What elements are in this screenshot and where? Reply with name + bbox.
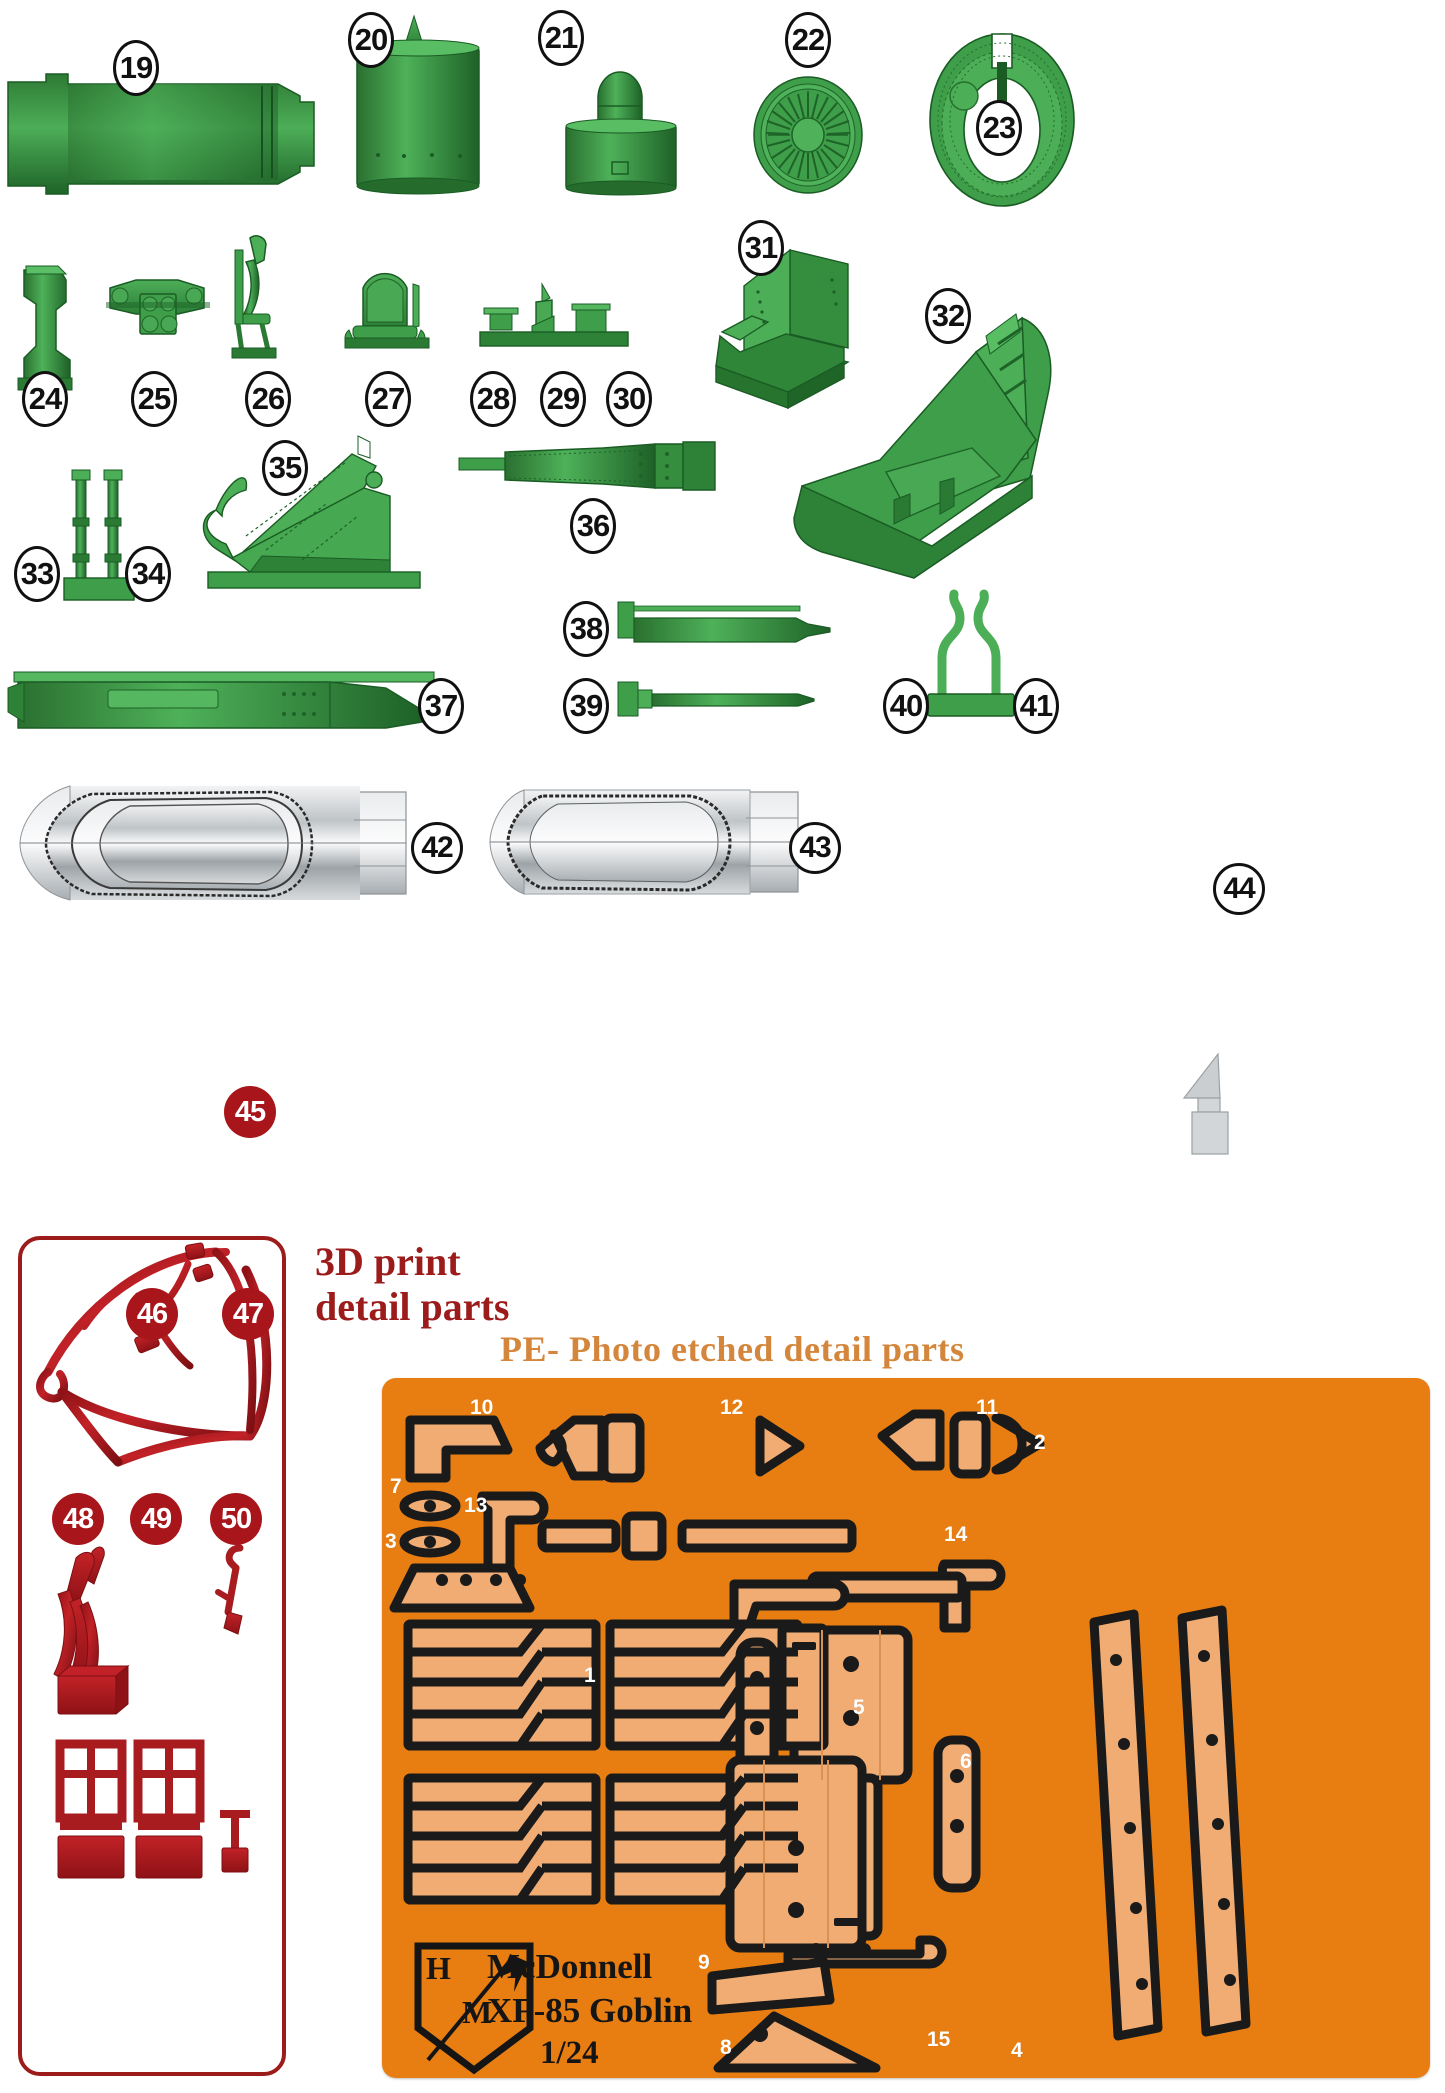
part-badge-34[interactable]: 34 (125, 546, 171, 602)
part-badge-33[interactable]: 33 (14, 546, 60, 602)
part-badge-19[interactable]: 19 (113, 40, 159, 96)
part-badge-44[interactable]: 44 (1213, 863, 1265, 915)
part-badge-22[interactable]: 22 (785, 12, 831, 68)
heading-pe-parts: PE- Photo etched detail parts (500, 1329, 965, 1369)
part-badge-35[interactable]: 35 (262, 440, 308, 496)
part-badge-40[interactable]: 40 (883, 678, 929, 734)
fret-num-4: 4 (1011, 2039, 1023, 2062)
fret-num-14: 14 (944, 1523, 968, 1546)
part-badge-38[interactable]: 38 (563, 601, 609, 657)
heading-3d-print: 3D print detail parts (315, 1239, 510, 1330)
fret-artwork (389, 1409, 1251, 2075)
kit-manufacturer: McDonnell (487, 1947, 653, 1986)
part-badge-21[interactable]: 21 (538, 10, 584, 66)
fret-num-13: 13 (464, 1494, 488, 1517)
logo-letter-m: M (462, 1994, 493, 2030)
part-badge-23[interactable]: 23 (976, 100, 1022, 156)
fret-num-1: 1 (584, 1664, 596, 1687)
part-badge-29[interactable]: 29 (540, 371, 586, 427)
part-badge-20[interactable]: 20 (348, 12, 394, 68)
fret-num-8: 8 (720, 2036, 732, 2059)
fret-num-5: 5 (853, 1696, 865, 1719)
part-badge-32[interactable]: 32 (925, 288, 971, 344)
part-badge-41[interactable]: 41 (1013, 678, 1059, 734)
fret-num-11: 11 (976, 1396, 999, 1419)
part-badge-39[interactable]: 39 (563, 678, 609, 734)
green-parts-artwork (7, 14, 1229, 1155)
part-badge-27[interactable]: 27 (365, 371, 411, 427)
kit-name: XF-85 Goblin (487, 1991, 693, 2030)
fret-num-3: 3 (385, 1530, 397, 1553)
part-badge-47[interactable]: 47 (222, 1288, 274, 1340)
part-badge-26[interactable]: 26 (245, 371, 291, 427)
part-badge-36[interactable]: 36 (570, 498, 616, 554)
part-badge-30[interactable]: 30 (606, 371, 652, 427)
fret-num-6: 6 (960, 1750, 972, 1773)
part-badge-24[interactable]: 24 (22, 371, 68, 427)
fret-num-7: 7 (390, 1475, 402, 1498)
kit-scale: 1/24 (540, 2035, 599, 2071)
part-badge-45[interactable]: 45 (224, 1086, 276, 1138)
3d-print-parts-panel (18, 1236, 286, 2076)
red-parts-artwork (36, 1242, 272, 1879)
fret-num-10: 10 (470, 1396, 494, 1419)
part-badge-42[interactable]: 42 (411, 822, 463, 874)
part-badge-37[interactable]: 37 (418, 678, 464, 734)
heading-3d-print-line2: detail parts (315, 1283, 510, 1329)
fret-num-2: 2 (1034, 1431, 1046, 1454)
part-badge-28[interactable]: 28 (470, 371, 516, 427)
logo-letter-h: H (426, 1950, 451, 1986)
part-badge-48[interactable]: 48 (52, 1493, 104, 1545)
part-badge-43[interactable]: 43 (789, 822, 841, 874)
part-badge-25[interactable]: 25 (131, 371, 177, 427)
fret-num-15: 15 (927, 2028, 951, 2051)
fret-num-12: 12 (720, 1396, 744, 1419)
part-badge-50[interactable]: 50 (210, 1493, 262, 1545)
part-badge-49[interactable]: 49 (130, 1493, 182, 1545)
part-badge-46[interactable]: 46 (126, 1288, 178, 1340)
fret-num-9: 9 (698, 1951, 710, 1974)
heading-3d-print-line1: 3D print (315, 1239, 461, 1284)
part-badge-31[interactable]: 31 (738, 220, 784, 276)
photo-etched-fret (382, 1378, 1430, 2078)
